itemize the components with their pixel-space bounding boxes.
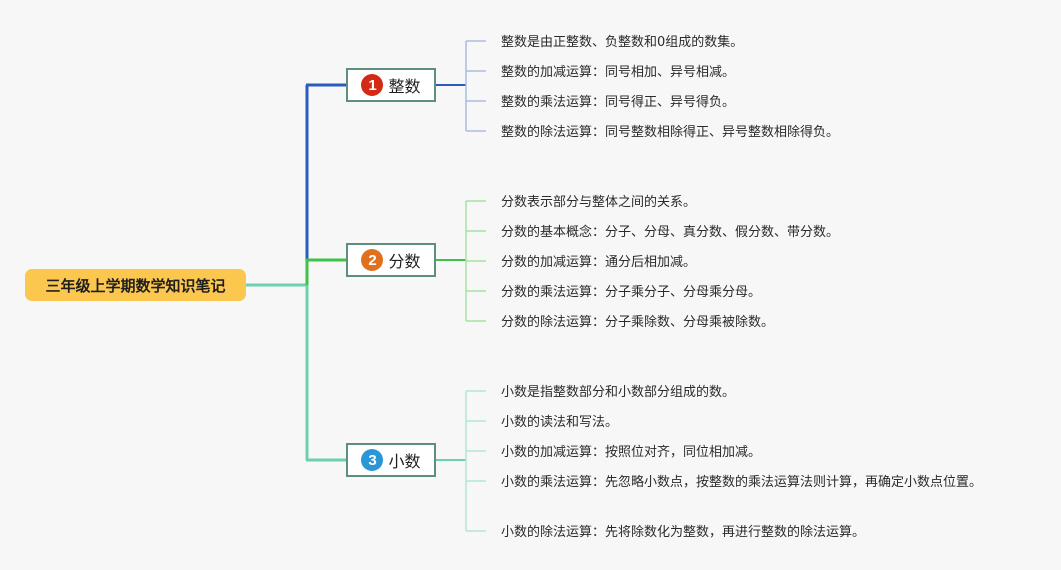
branch-node-decimals[interactable]: 3 小数 (346, 443, 436, 477)
root-label: 三年级上学期数学知识笔记 (45, 276, 226, 295)
leaf-decimal-multiply[interactable]: 小数的乘法运算：先忽略小数点，按整数的乘法运算法则计算，再确定小数点位置。 (501, 475, 983, 490)
leaf-integer-divide[interactable]: 整数的除法运算：同号整数相除得正、异号整数相除得负。 (501, 125, 840, 140)
leaf-fraction-definition[interactable]: 分数表示部分与整体之间的关系。 (501, 195, 697, 210)
number-badge-1: 1 (361, 74, 384, 96)
branch-node-fractions[interactable]: 2 分数 (346, 243, 436, 277)
root-node[interactable]: 三年级上学期数学知识笔记 (25, 269, 246, 301)
leaf-fraction-divide[interactable]: 分数的除法运算：分子乘除数、分母乘被除数。 (501, 315, 775, 330)
number-badge-2: 2 (361, 249, 384, 271)
leaf-decimal-read-write[interactable]: 小数的读法和写法。 (501, 415, 619, 430)
leaf-fraction-multiply[interactable]: 分数的乘法运算：分子乘分子、分母乘分母。 (501, 285, 762, 300)
branch-node-integers[interactable]: 1 整数 (346, 68, 436, 102)
branch-label: 分数 (388, 252, 421, 271)
leaf-decimal-definition[interactable]: 小数是指整数部分和小数部分组成的数。 (501, 385, 736, 400)
branch-label: 小数 (388, 452, 421, 471)
leaf-integer-add-sub[interactable]: 整数的加减运算：同号相加、异号相减。 (501, 65, 736, 80)
leaf-integer-multiply[interactable]: 整数的乘法运算：同号得正、异号得负。 (501, 95, 736, 110)
leaf-fraction-concepts[interactable]: 分数的基本概念：分子、分母、真分数、假分数、带分数。 (501, 225, 840, 240)
branch-label: 整数 (388, 77, 421, 96)
leaf-decimal-add-sub[interactable]: 小数的加减运算：按照位对齐，同位相加减。 (501, 445, 762, 460)
leaf-fraction-add-sub[interactable]: 分数的加减运算：通分后相加减。 (501, 255, 697, 270)
leaf-decimal-divide[interactable]: 小数的除法运算：先将除数化为整数，再进行整数的除法运算。 (501, 525, 866, 540)
leaf-integer-definition[interactable]: 整数是由正整数、负整数和0组成的数集。 (501, 35, 744, 50)
number-badge-3: 3 (361, 449, 384, 471)
